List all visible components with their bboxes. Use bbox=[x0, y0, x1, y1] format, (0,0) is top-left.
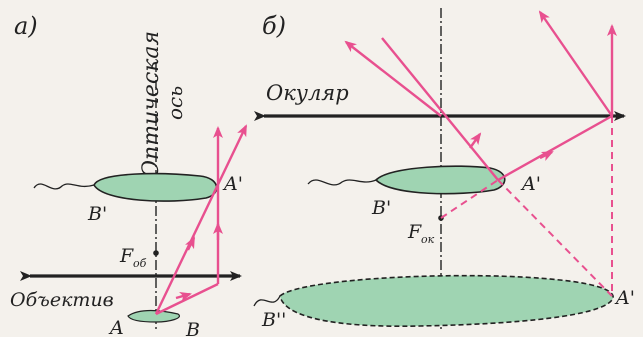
wavy-lead-a bbox=[33, 183, 95, 190]
ray-b-4 bbox=[538, 10, 613, 117]
panel-b-label: б) bbox=[262, 12, 286, 40]
optical-axis-title: Оптическая bbox=[139, 31, 164, 178]
ray-a-1 bbox=[155, 282, 219, 316]
label-a-prime-b: A' bbox=[520, 173, 541, 195]
dashed-ray-2 bbox=[497, 179, 613, 297]
label-a-double-prime: A' bbox=[614, 287, 635, 309]
wavy-lead-b bbox=[307, 179, 377, 186]
ray-b-2 bbox=[344, 40, 442, 117]
object-ab bbox=[127, 309, 180, 323]
label-a-object: A bbox=[108, 317, 124, 337]
ray-b-arrow-mid bbox=[469, 132, 482, 149]
ray-a-arrow-diag bbox=[185, 236, 196, 251]
focus-objective-sub: об bbox=[133, 257, 147, 270]
label-b-double-prime: B'' bbox=[261, 309, 286, 331]
panel-a: а) Оптическая ось B' A' F об Объектив A … bbox=[10, 12, 248, 337]
label-b-object: B bbox=[185, 319, 200, 337]
rays-a bbox=[154, 124, 248, 316]
objective-label: Объектив bbox=[10, 289, 114, 311]
virtual-rays-b bbox=[440, 116, 613, 297]
label-b-prime-b: B' bbox=[371, 197, 391, 219]
ray-b-3 bbox=[497, 114, 613, 182]
rays-b bbox=[344, 10, 617, 182]
label-b-prime-a: B' bbox=[87, 203, 107, 225]
optical-axis-title-2: ось bbox=[163, 86, 187, 120]
ray-b-arrow-right bbox=[539, 150, 554, 161]
eyepiece-label: Окуляр bbox=[266, 81, 349, 105]
ray-b-1 bbox=[381, 37, 499, 181]
focus-objective-point bbox=[153, 250, 159, 256]
intermediate-image-b bbox=[374, 165, 506, 195]
wavy-lead-final bbox=[253, 295, 281, 307]
final-image bbox=[279, 274, 614, 328]
panel-b: б) Окуляр B' A' F ок B'' A' bbox=[253, 8, 635, 332]
panel-a-label: а) bbox=[14, 12, 38, 40]
intermediate-image-a bbox=[93, 172, 218, 202]
label-a-prime-a: A' bbox=[222, 173, 243, 195]
ray-a-3 bbox=[154, 124, 248, 315]
ray-a-arrow-low bbox=[175, 291, 192, 302]
focus-eyepiece-sub: ок bbox=[421, 233, 435, 246]
focus-objective-main: F bbox=[119, 245, 134, 267]
focus-eyepiece-main: F bbox=[407, 221, 422, 243]
